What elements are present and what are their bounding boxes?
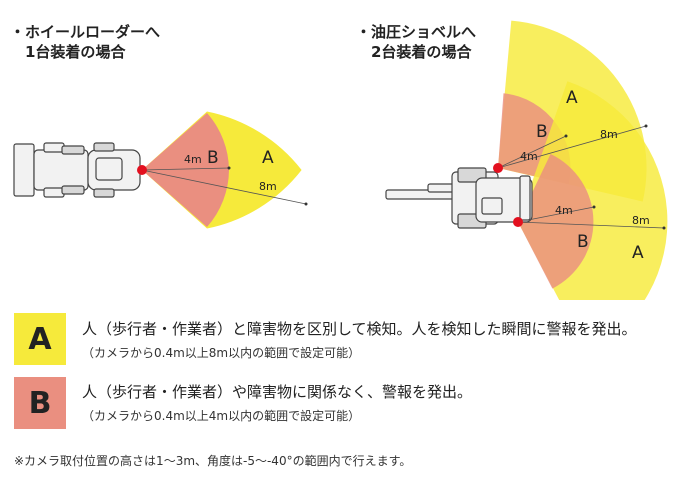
camera-dot-excavator-lower [513,217,523,227]
zone-label-a-lower: A [632,243,644,263]
dist-label-4m-lower: 4m [555,204,573,217]
caption-wheel-loader-line2: 1台装着の場合 [10,43,126,61]
caption-excavator-line2: 2台装着の場合 [356,43,472,61]
wheel-loader-scene [13,111,308,229]
range-line-8m-upper [497,125,647,169]
caption-wheel-loader-line1: ・ホイールローダーへ [10,23,161,41]
excavator-icon [385,167,533,229]
zone-label-b-lower: B [577,232,589,252]
zone-label-a-left: A [262,148,274,168]
range-end-dot-4m-upper [564,134,568,138]
zone-label-b-upper: B [536,122,548,142]
zone-label-b-left: B [207,148,219,168]
legend-key-a: A [28,321,52,357]
legend-key-b: B [28,385,52,421]
range-line-4m-left [141,167,230,171]
legend-box-b: B [14,377,66,429]
range-line-8m-lower [517,221,665,229]
camera-dot-excavator-upper [493,163,503,173]
wheel-loader-icon [13,142,141,198]
caption-wheel-loader: ・ホイールローダーへ 1台装着の場合 [10,22,160,62]
dist-label-4m-upper: 4m [520,150,538,163]
dist-label-8m-left: 8m [259,180,277,193]
range-line-8m-left [141,169,307,205]
zone-b-sector-left [142,113,229,227]
legend-subtext-b: （カメラから0.4m以上4m以内の範囲で設定可能） [82,409,361,423]
range-end-dot-8m-lower [662,226,666,230]
range-end-dot-4m-lower [592,205,596,209]
detection-range-diagram: B A 4m 8m A B 4m 8m B A 4m 8m [13,20,668,300]
legend-box-a: A [14,313,66,365]
range-line-4m-upper [497,135,567,169]
legend-text-a: 人（歩行者・作業者）と障害物を区別して検知。人を検知した瞬間に警報を発出。 [82,320,637,338]
camera-dot-wheel-loader [137,165,147,175]
range-end-dot-8m-upper [644,124,648,128]
excavator-scene [385,20,668,300]
zone-label-a-upper: A [566,88,578,108]
range-end-dot-8m-left [304,202,308,206]
dist-label-8m-upper: 8m [600,128,618,141]
footnote: ※カメラ取付位置の高さは1～3m、角度は-5～-40°の範囲内で行えます。 [14,454,412,468]
legend-subtext-a: （カメラから0.4m以上8m以内の範囲で設定可能） [82,346,361,360]
zone-b-sector-lower [518,154,594,289]
caption-excavator-line1: ・油圧ショベルへ [356,23,477,41]
caption-excavator: ・油圧ショベルへ 2台装着の場合 [356,22,476,62]
legend-text-b: 人（歩行者・作業者）や障害物に関係なく、警報を発出。 [82,383,473,401]
range-end-dot-4m-left [227,166,231,170]
dist-label-4m-left: 4m [184,153,202,166]
dist-label-8m-lower: 8m [632,214,650,227]
